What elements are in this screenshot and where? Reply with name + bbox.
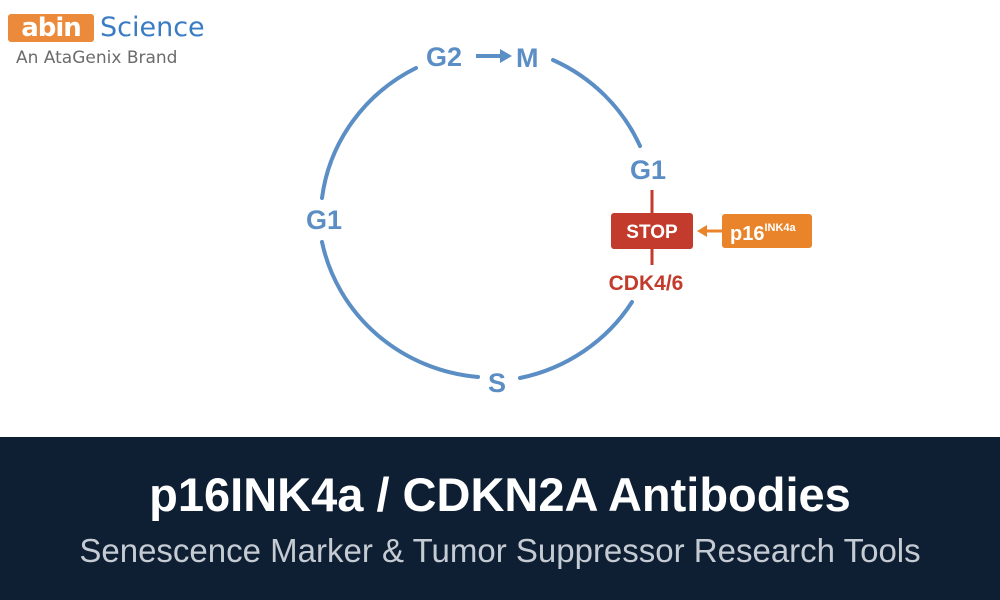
cycle-arc-top-right: [551, 58, 642, 148]
g2-to-m-arrow: [476, 49, 512, 63]
phase-g2-label: G2: [426, 42, 462, 72]
p16-main: p16: [730, 223, 764, 245]
cdk-label: CDK4/6: [609, 272, 684, 295]
stop-label: STOP: [626, 222, 678, 243]
inhibitor-arrow: [697, 225, 722, 237]
phase-g1-left-label: G1: [306, 205, 342, 235]
banner-title: p16INK4a / CDKN2A Antibodies: [149, 468, 851, 521]
title-banner: p16INK4a / CDKN2A Antibodies Senescence …: [0, 437, 1000, 600]
cycle-arc-top-left: [320, 66, 418, 200]
p16-label: p16INK4a: [730, 222, 797, 245]
logo-tagline: An AtaGenix Brand: [16, 48, 178, 68]
logo-wordmark: Science: [100, 12, 205, 43]
banner-subtitle: Senescence Marker & Tumor Suppressor Res…: [79, 532, 921, 569]
cycle-arc-left-bottom: [320, 240, 480, 379]
cell-cycle-diagram: STOP p16INK4a G2 M G1 G1 S CDK4/6: [306, 42, 812, 398]
phase-s-label: S: [488, 368, 506, 398]
p16-superscript: INK4a: [764, 222, 796, 234]
p16-box: [722, 214, 812, 248]
brand-logo: abin Science An AtaGenix Brand: [8, 12, 228, 72]
cycle-arc-bottom-right: [518, 300, 634, 380]
phase-m-label: M: [516, 43, 539, 73]
logo-mark: abin: [8, 14, 94, 42]
phase-g1-right-label: G1: [630, 155, 666, 185]
stop-box: [611, 213, 693, 249]
